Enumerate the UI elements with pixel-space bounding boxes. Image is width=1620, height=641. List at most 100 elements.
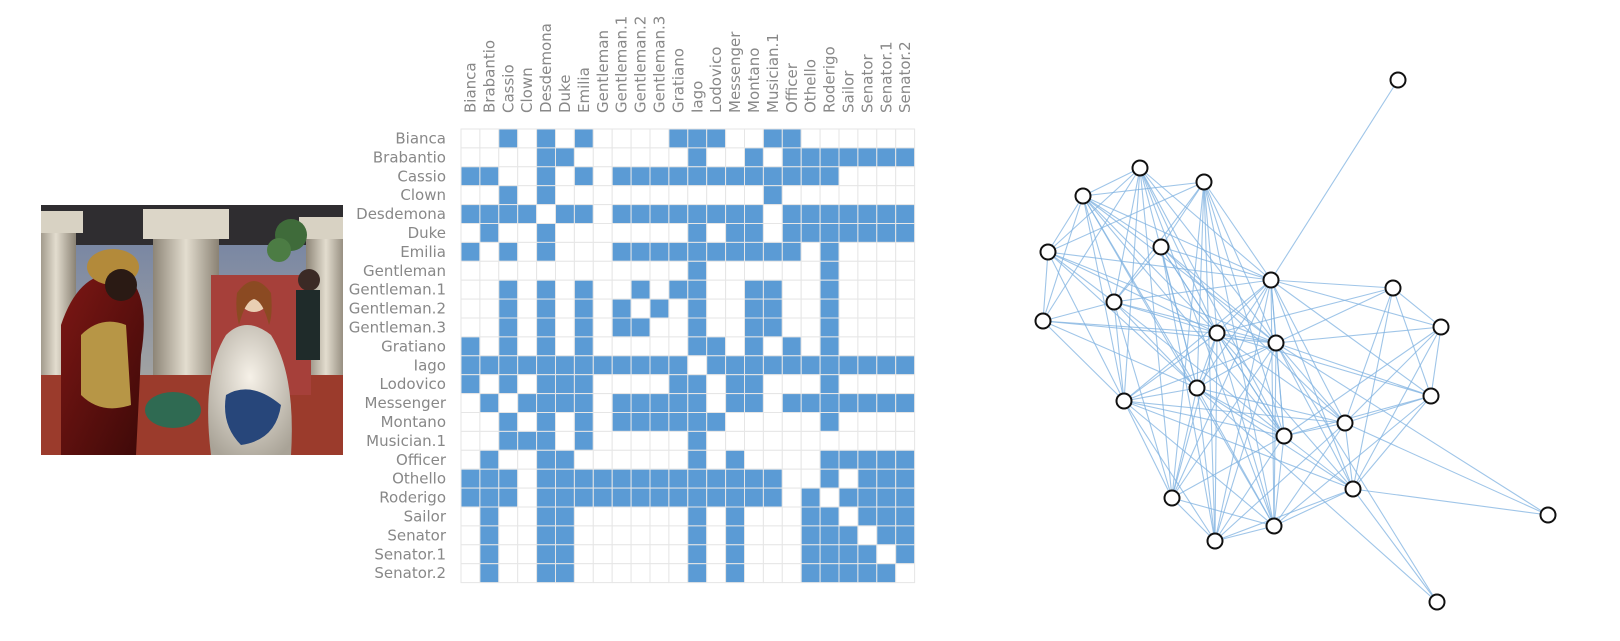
graph-edge bbox=[1082, 195, 1277, 344]
matrix-cell bbox=[895, 241, 916, 262]
matrix-cell bbox=[460, 393, 481, 414]
graph-edge bbox=[1352, 326, 1442, 490]
matrix-cell bbox=[555, 393, 575, 414]
matrix-cell bbox=[573, 393, 594, 414]
graph-node bbox=[1344, 480, 1362, 498]
graph-edge bbox=[1123, 332, 1218, 402]
matrix-cell bbox=[649, 468, 670, 489]
matrix-cell bbox=[536, 317, 556, 338]
graph-edge bbox=[1042, 320, 1125, 402]
matrix-cell bbox=[725, 166, 745, 187]
row-label: Gratiano bbox=[381, 337, 446, 355]
graph-node bbox=[1152, 238, 1170, 256]
matrix-cell bbox=[536, 525, 556, 546]
graph-node bbox=[1163, 489, 1181, 507]
matrix-cell bbox=[819, 544, 840, 565]
graph-edge bbox=[1344, 422, 1549, 516]
graph-edge bbox=[1352, 395, 1432, 490]
graph-edge bbox=[1344, 422, 1354, 490]
matrix-cell bbox=[687, 336, 708, 357]
matrix-cell bbox=[630, 317, 651, 338]
matrix-cell bbox=[725, 185, 745, 206]
matrix-cell bbox=[649, 355, 670, 376]
matrix-cell bbox=[857, 147, 878, 168]
matrix-cell bbox=[819, 393, 840, 414]
matrix-cell bbox=[725, 279, 745, 300]
matrix-cell bbox=[498, 487, 519, 508]
column-label: Othello bbox=[802, 59, 820, 113]
matrix-cell bbox=[706, 317, 727, 338]
matrix-cell bbox=[611, 128, 632, 149]
matrix-cell bbox=[592, 204, 613, 225]
matrix-cell bbox=[857, 336, 878, 357]
matrix-cell bbox=[517, 260, 538, 281]
graph-edge bbox=[1160, 181, 1205, 248]
matrix-cell bbox=[687, 128, 708, 149]
matrix-cell bbox=[479, 279, 500, 300]
matrix-cell bbox=[838, 449, 859, 470]
matrix-cell bbox=[573, 279, 594, 300]
matrix-cell bbox=[838, 166, 859, 187]
matrix-cell bbox=[498, 374, 519, 395]
matrix-cell bbox=[706, 185, 727, 206]
matrix-cell bbox=[479, 468, 500, 489]
graph-edge bbox=[1042, 320, 1218, 334]
matrix-cell bbox=[838, 563, 859, 584]
matrix-cell bbox=[536, 449, 556, 470]
matrix-cell bbox=[649, 128, 670, 149]
matrix-cell bbox=[555, 260, 575, 281]
matrix-cell bbox=[498, 544, 519, 565]
graph-node bbox=[1422, 387, 1440, 405]
graph-edge bbox=[1344, 326, 1442, 424]
matrix-cell bbox=[687, 393, 708, 414]
matrix-cell bbox=[555, 374, 575, 395]
column-label: Senator bbox=[858, 53, 876, 113]
matrix-cell bbox=[649, 298, 670, 319]
matrix-cell bbox=[498, 393, 519, 414]
graph-edges bbox=[1042, 79, 1549, 603]
matrix-cell bbox=[762, 506, 783, 527]
matrix-cell bbox=[611, 336, 632, 357]
matrix-cell bbox=[649, 166, 670, 187]
matrix-cell bbox=[800, 563, 821, 584]
matrix-cell bbox=[706, 525, 727, 546]
matrix-cell bbox=[819, 355, 840, 376]
matrix-cell bbox=[592, 279, 613, 300]
graph-edge bbox=[1283, 395, 1432, 437]
matrix-cell bbox=[592, 355, 613, 376]
matrix-cell bbox=[498, 204, 519, 225]
graph-edge bbox=[1270, 279, 1275, 527]
graph-edge bbox=[1216, 287, 1394, 334]
graph-edge bbox=[1139, 167, 1277, 344]
matrix-cell bbox=[668, 279, 689, 300]
matrix-cell bbox=[744, 128, 764, 149]
matrix-cell bbox=[536, 468, 556, 489]
matrix-cell bbox=[819, 506, 840, 527]
matrix-cell bbox=[668, 449, 689, 470]
graph-nodes bbox=[1034, 71, 1557, 611]
matrix-cell bbox=[536, 430, 556, 451]
graph-edge bbox=[1196, 387, 1438, 603]
graph-edge bbox=[1196, 387, 1285, 437]
matrix-cell bbox=[460, 412, 481, 432]
graph-edge bbox=[1139, 167, 1218, 334]
matrix-cell bbox=[517, 449, 538, 470]
matrix-cell bbox=[517, 468, 538, 489]
graph-edge bbox=[1214, 279, 1272, 542]
graph-edge bbox=[1196, 387, 1275, 527]
matrix-cell bbox=[592, 563, 613, 584]
matrix-cell bbox=[876, 336, 897, 357]
matrix-cell bbox=[800, 223, 821, 243]
matrix-cell bbox=[555, 204, 575, 225]
matrix-cell bbox=[781, 260, 802, 281]
graph-node bbox=[1105, 293, 1123, 311]
matrix-cell bbox=[630, 128, 651, 149]
matrix-cell bbox=[800, 525, 821, 546]
matrix-cell bbox=[876, 241, 897, 262]
matrix-cell bbox=[592, 525, 613, 546]
matrix-cell bbox=[781, 279, 802, 300]
matrix-cell bbox=[573, 241, 594, 262]
matrix-cell bbox=[876, 204, 897, 225]
matrix-cell bbox=[876, 487, 897, 508]
